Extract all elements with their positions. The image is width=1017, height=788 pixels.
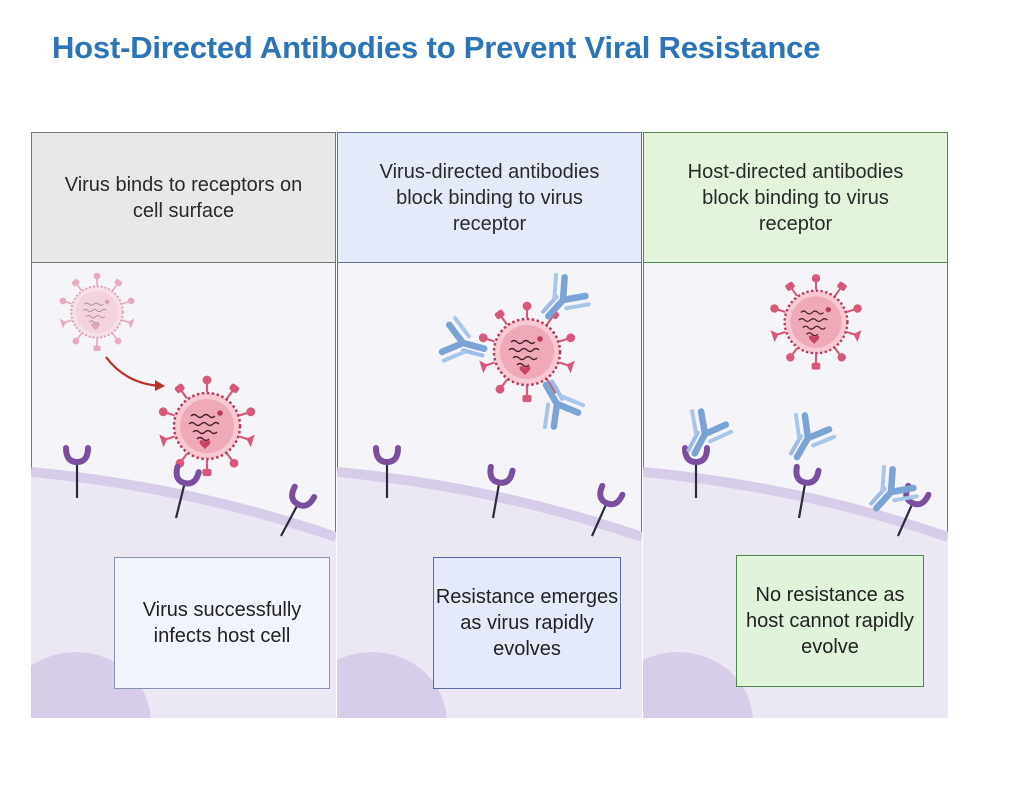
arrow-icon — [105, 356, 162, 388]
virus-icon — [769, 273, 863, 370]
nucleus-shape — [643, 652, 753, 718]
arrow-head-icon — [155, 380, 165, 391]
panel-virus-directed: Virus-directed antibodies block binding … — [337, 132, 642, 718]
cell-membrane-line — [31, 467, 336, 542]
panel-host-directed: Host-directed antibodies block binding t… — [643, 132, 948, 718]
virus-icon — [58, 272, 136, 352]
panel-virus-binds: Virus binds to receptors on cell surface — [31, 132, 336, 718]
panel-header: Virus-directed antibodies block binding … — [337, 132, 642, 263]
panel-header: Virus binds to receptors on cell surface — [31, 132, 336, 263]
cell-membrane-line — [337, 467, 642, 542]
page-title: Host-Directed Antibodies to Prevent Vira… — [52, 30, 821, 65]
result-box: Resistance emerges as virus rapidly evol… — [433, 557, 621, 689]
virus-icon — [157, 375, 257, 477]
antibody-icon — [778, 411, 836, 468]
nucleus-shape — [337, 652, 447, 718]
antibody-icon — [440, 317, 490, 370]
result-box: No resistance as host cannot rapidly evo… — [736, 555, 924, 687]
virus-icon — [477, 301, 577, 403]
panel-header: Host-directed antibodies block binding t… — [643, 132, 948, 263]
cell-membrane-line — [643, 467, 948, 542]
result-box: Virus successfully infects host cell — [114, 557, 330, 689]
